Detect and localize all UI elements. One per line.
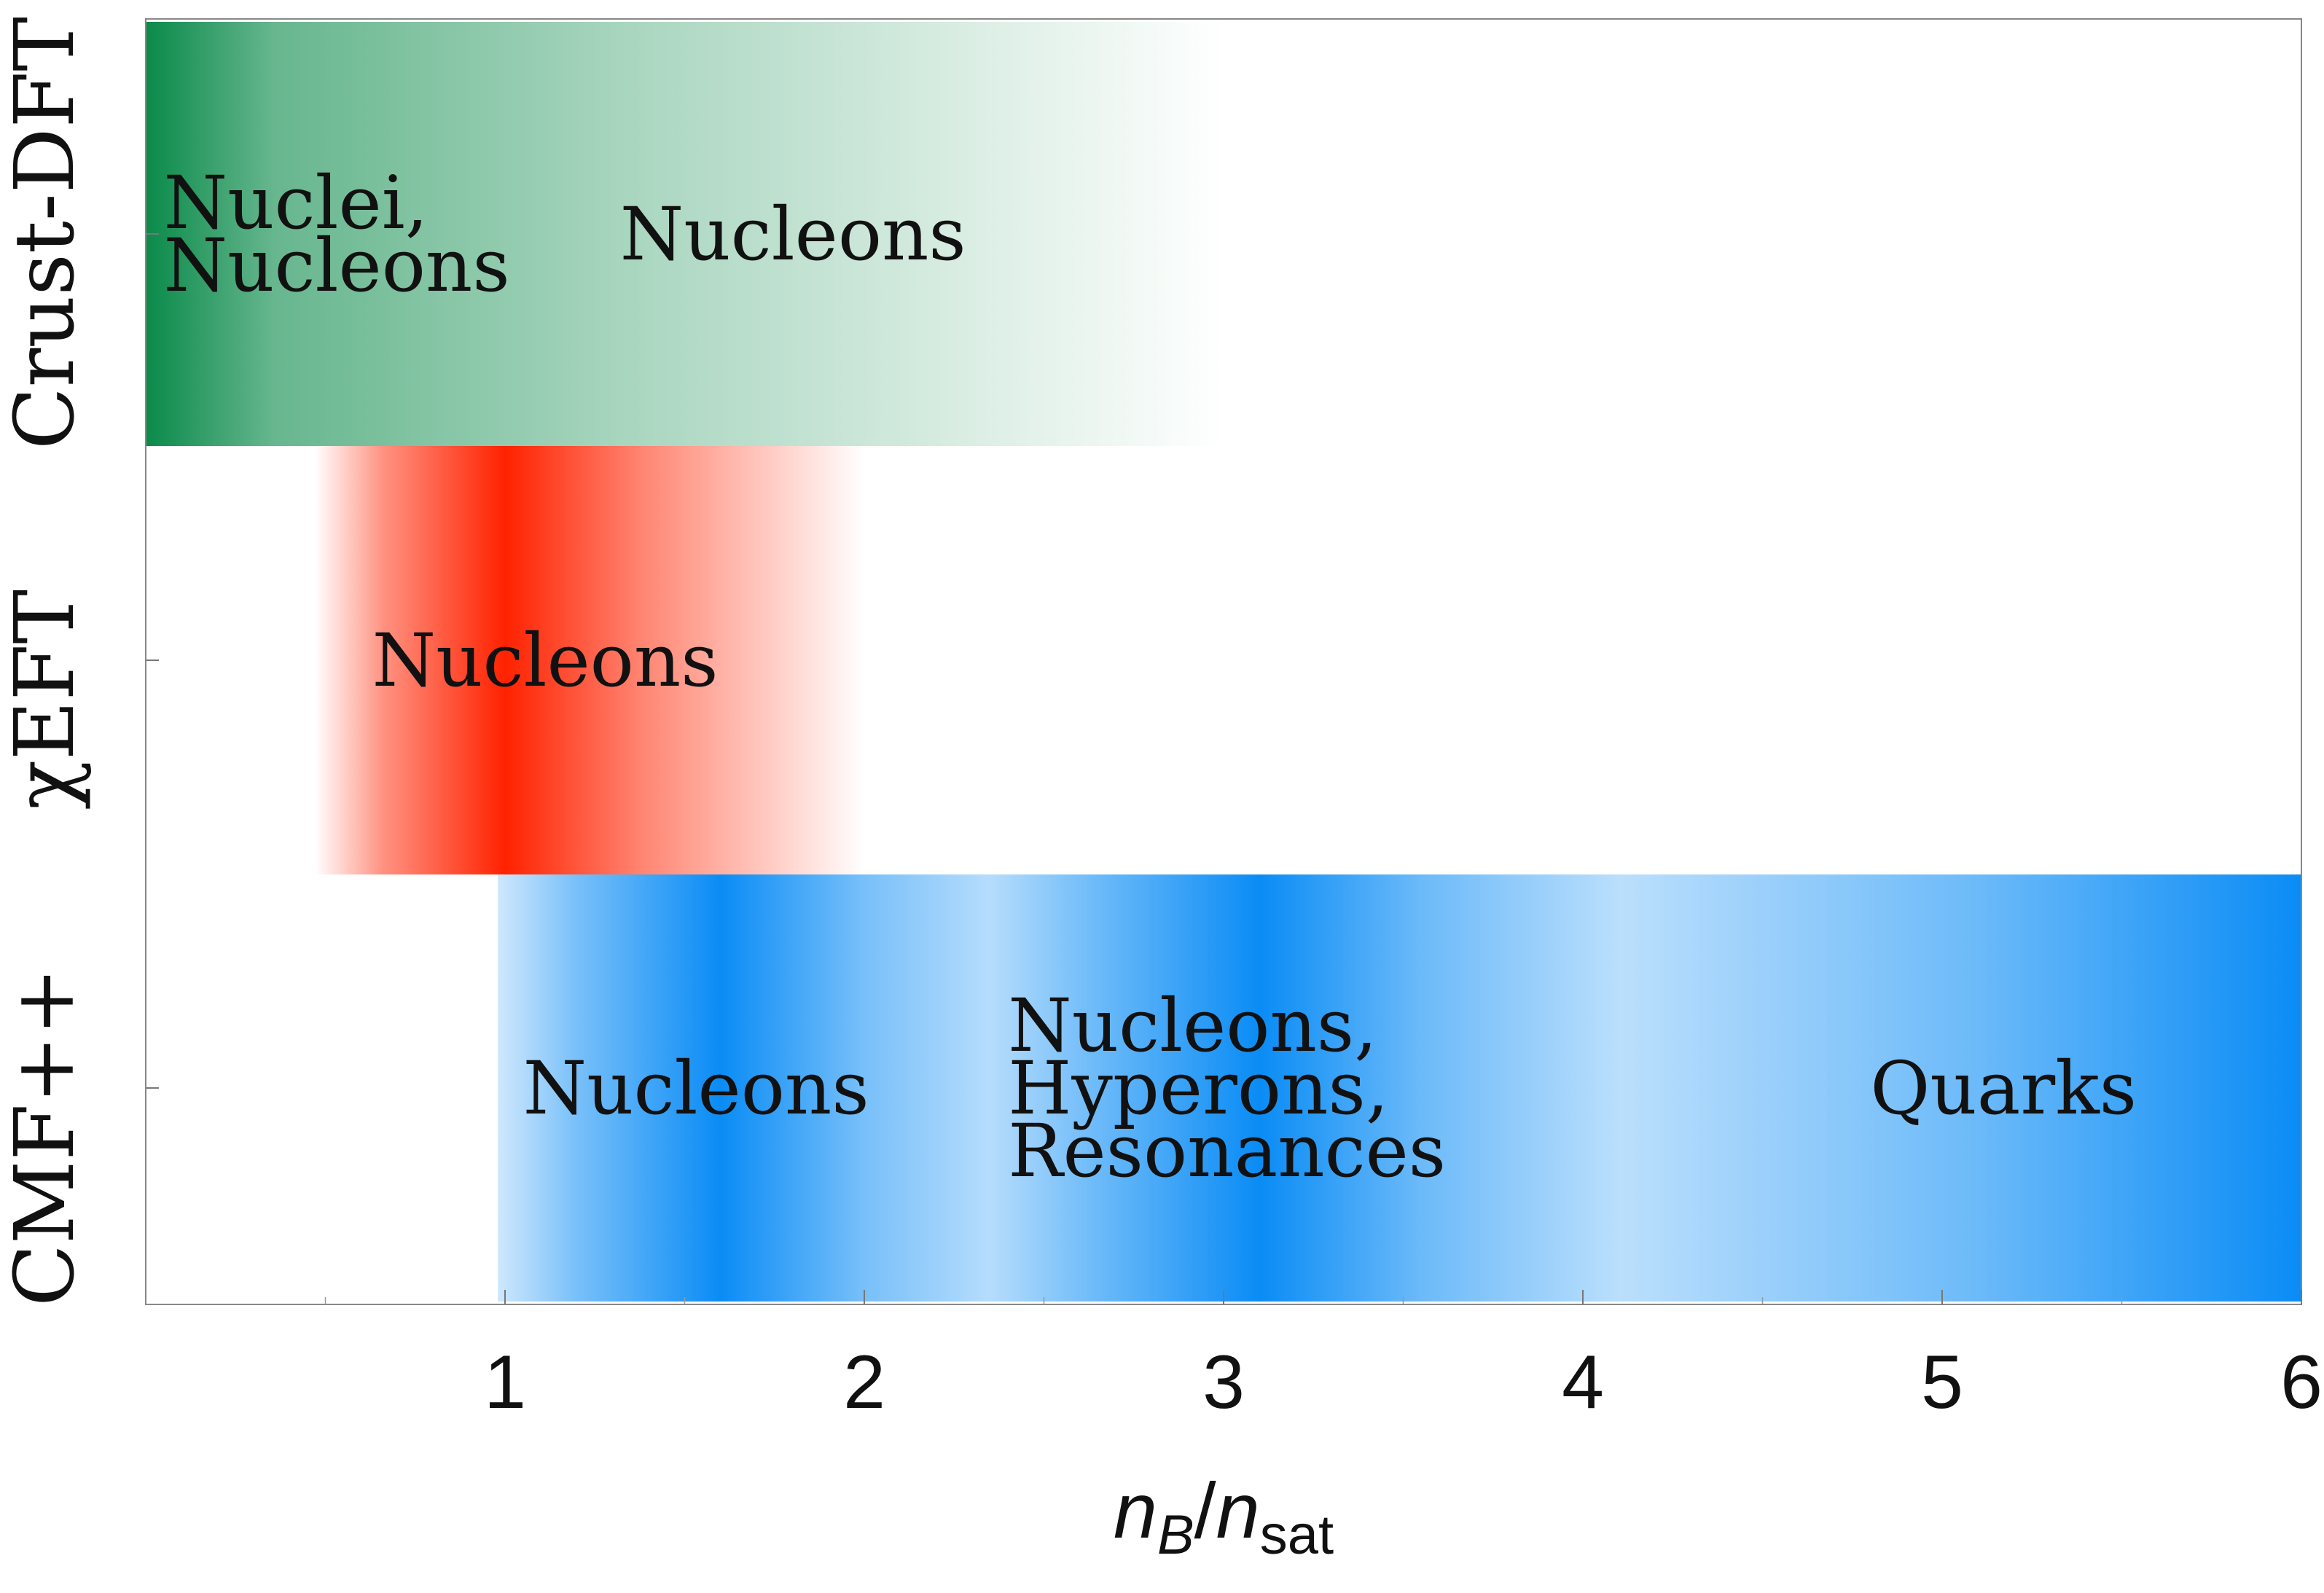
- range-bar-0: [146, 22, 1224, 446]
- x-tick-label-1: 1: [484, 1340, 526, 1425]
- bars-layer: [146, 22, 2301, 1302]
- annotation-0-0: Nuclei,Nucleons: [164, 160, 510, 308]
- x-tick-label-3: 3: [1202, 1340, 1245, 1425]
- annotation-2-0: Nucleons: [523, 1046, 869, 1131]
- annotation-1-0: Nucleons: [372, 618, 719, 703]
- range-bar-2: [498, 874, 2301, 1302]
- x-tick-label-6: 6: [2280, 1340, 2323, 1425]
- row-labels: Crust-DFT χEFT CMF++: [0, 17, 93, 1307]
- row-label-2: CMF++: [0, 967, 93, 1307]
- annotation-2-1: Nucleons,Hyperons,Resonances: [1008, 983, 1446, 1194]
- x-axis: 1 2 3 4 5 6: [324, 1290, 2323, 1425]
- x-tick-label-4: 4: [1562, 1340, 1604, 1425]
- x-tick-label-5: 5: [1921, 1340, 1963, 1425]
- annotation-2-2: Quarks: [1870, 1046, 2137, 1131]
- range-bar-1: [314, 446, 865, 874]
- row-label-1: χEFT: [0, 590, 93, 810]
- x-tick-label-2: 2: [843, 1340, 885, 1425]
- x-axis-label: nB/nsat: [1114, 1466, 1334, 1566]
- row-label-0: Crust-DFT: [0, 17, 93, 450]
- annotation-0-1: Nucleons: [620, 192, 966, 277]
